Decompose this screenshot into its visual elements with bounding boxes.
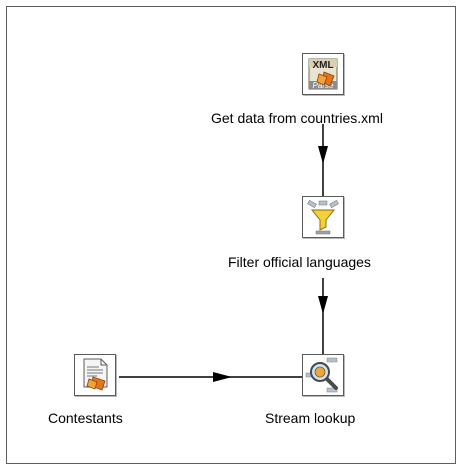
hop-get-data-to-filter[interactable] <box>318 124 328 197</box>
filter-funnel-icon[interactable] <box>302 196 344 238</box>
magnifier-lookup-icon[interactable] <box>302 354 344 396</box>
xml-input-icon[interactable]: XML Parse <box>302 53 344 95</box>
step-label: Contestants <box>48 410 123 426</box>
xml-icon-text: XML <box>312 60 333 71</box>
xml-icon-overlay: Parse <box>313 81 334 90</box>
step-label: Get data from countries.xml <box>211 110 383 126</box>
step-label: Stream lookup <box>265 410 356 426</box>
hop-filter-to-stream-lookup[interactable] <box>318 278 328 354</box>
hop-contestants-to-stream-lookup[interactable] <box>119 372 302 382</box>
step-label: Filter official languages <box>228 254 371 270</box>
text-file-input-icon[interactable] <box>74 354 116 396</box>
